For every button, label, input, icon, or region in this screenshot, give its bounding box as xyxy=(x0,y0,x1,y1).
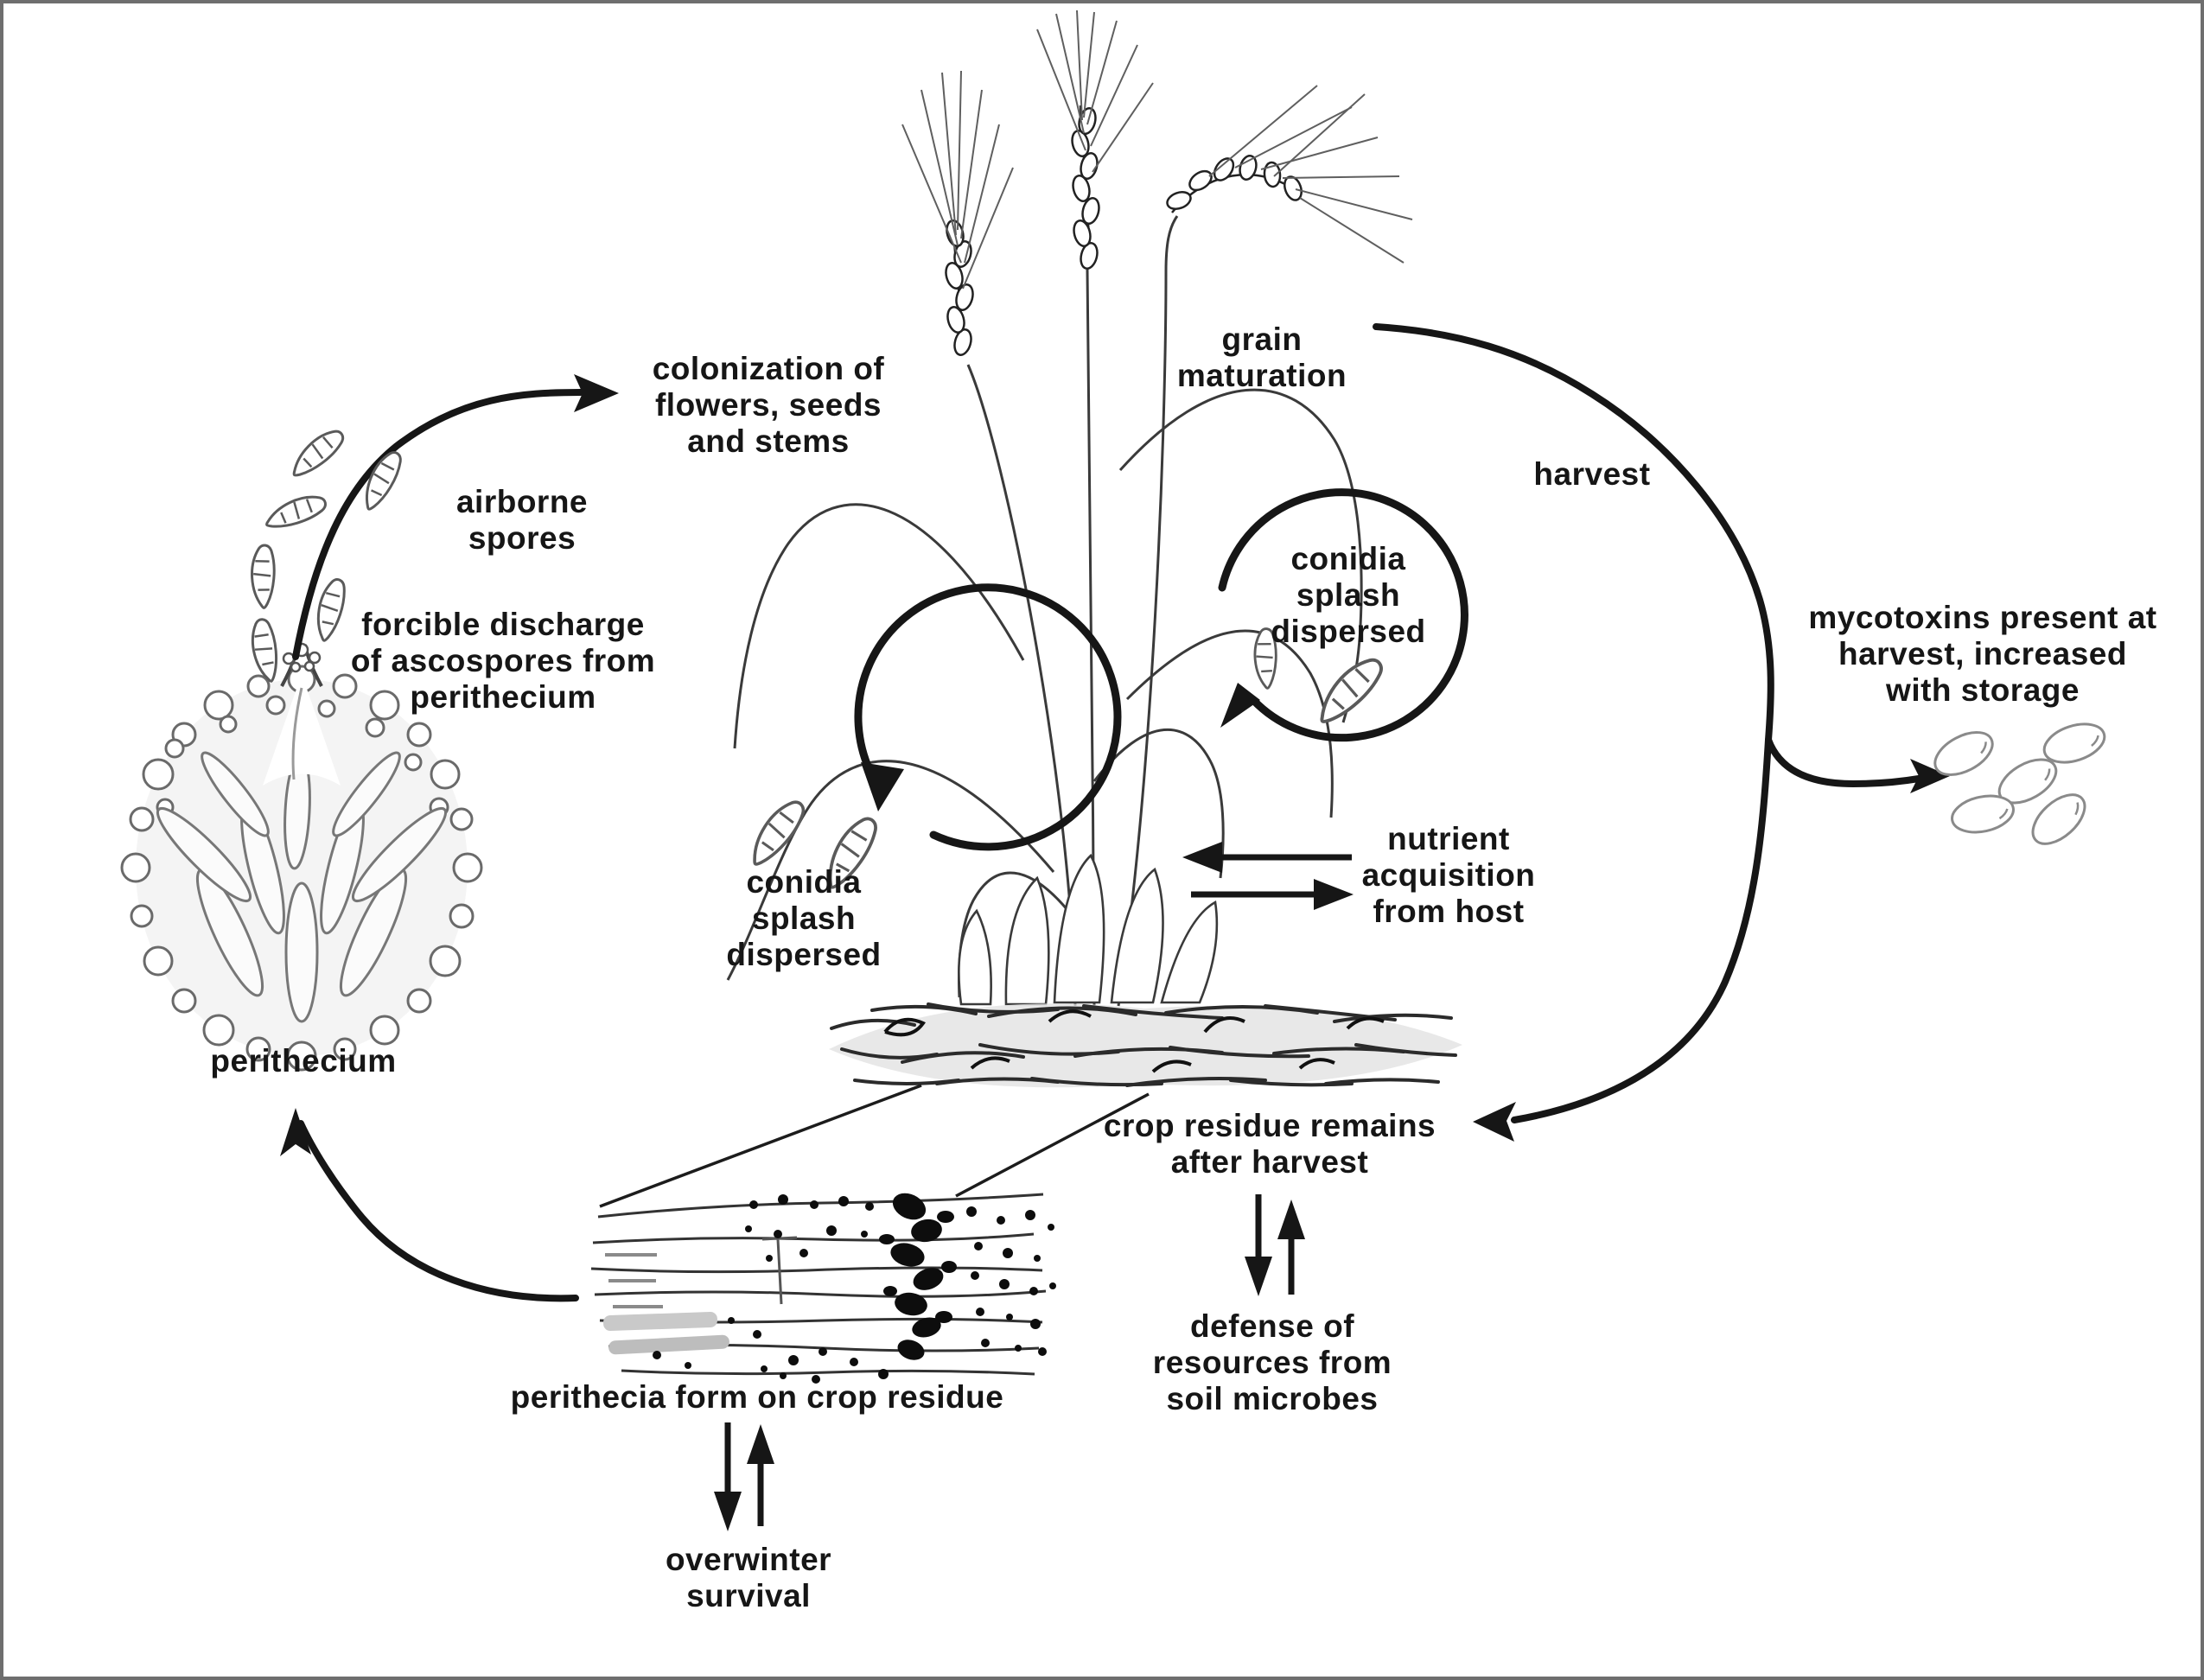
label-perithecium: perithecium xyxy=(210,1043,397,1079)
label-mycotoxins: mycotoxins present at harvest, increased… xyxy=(1808,600,2157,708)
magnifier-callout-lines xyxy=(599,1084,1150,1208)
grain-kernel-icons xyxy=(1927,716,2111,855)
crop-residue-mat xyxy=(829,1002,1462,1088)
conidia-cycle-left-arrow xyxy=(737,583,1122,893)
residue-defense-exchange-arrows xyxy=(1245,1194,1305,1296)
mycotoxin-branch-arrow xyxy=(1765,736,1950,793)
label-airborne-spores: airborne spores xyxy=(455,484,589,556)
line-art-layer xyxy=(120,10,2111,1531)
label-conidia-splash-right: conidia splash dispersed xyxy=(1271,541,1426,649)
label-conidia-splash-left: conidia splash dispersed xyxy=(726,864,882,972)
residue-to-perithecium-arrow xyxy=(280,1108,579,1302)
label-harvest: harvest xyxy=(1533,456,1651,492)
nutrient-exchange-arrows xyxy=(1182,842,1354,910)
label-crop-residue-remains: crop residue remains after harvest xyxy=(1103,1108,1436,1180)
label-forcible-discharge: forcible discharge of ascospores from pe… xyxy=(350,607,656,715)
discharge-to-colonization-arrow xyxy=(292,374,619,660)
label-grain-maturation: grain maturation xyxy=(1176,321,1347,393)
label-perithecia-form: perithecia form on crop residue xyxy=(510,1379,1004,1415)
label-defense-resources: defense of resources from soil microbes xyxy=(1152,1308,1392,1416)
perithecia-overwinter-exchange-arrows xyxy=(714,1422,774,1531)
harvest-cycle-arrow xyxy=(1373,323,1774,1142)
crop-residue-closeup xyxy=(590,1193,1056,1384)
conidia-cycle-right-arrow xyxy=(1218,488,1468,742)
label-nutrient-acquisition: nutrient acquisition from host xyxy=(1361,821,1536,929)
label-colonization: colonization of flowers, seeds and stems xyxy=(652,351,885,459)
wheat-plant-illustration xyxy=(726,10,1413,1007)
label-overwinter-survival: overwinter survival xyxy=(665,1542,832,1613)
perithecium-illustration xyxy=(120,642,483,1072)
